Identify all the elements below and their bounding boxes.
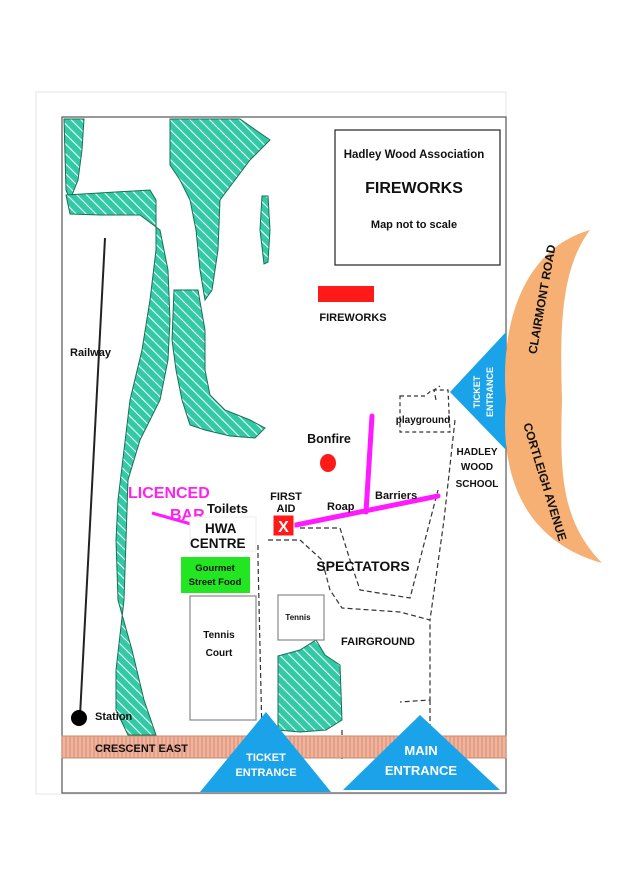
map-border	[61, 116, 507, 794]
ticket-entrance-bottom-label-2: ENTRANCE	[235, 767, 296, 779]
licenced-bar-label-1: LICENCED	[128, 485, 210, 502]
tennis-court-label-2: Court	[206, 648, 233, 659]
woodland-small-right	[259, 195, 271, 265]
bonfire-label: Bonfire	[307, 432, 351, 446]
fairground-label: FAIRGROUND	[341, 636, 415, 648]
hwa-centre-label-1: HWA	[205, 521, 237, 536]
railway-line	[79, 237, 106, 717]
bonfire-icon	[320, 454, 336, 472]
main-entrance[interactable]	[343, 715, 500, 790]
main-entrance-label-2: ENTRANCE	[385, 763, 458, 778]
crescent-east-label: CRESCENT EAST	[95, 743, 188, 755]
woodland-big-left	[65, 189, 171, 736]
ticket-entrance-bottom[interactable]	[200, 712, 331, 792]
woodland-left-strip	[63, 118, 85, 202]
street-food-label-2: Street Food	[189, 577, 242, 588]
ticket-entrance-side-label-2: ENTRANCE	[485, 367, 495, 417]
hwa-centre-label-2: CENTRE	[190, 536, 246, 551]
school-label-2: WOOD	[461, 462, 493, 473]
school-label-3: SCHOOL	[456, 479, 499, 490]
spectators-boundary-inner	[300, 489, 439, 599]
fireworks-label: FIREWORKS	[319, 312, 386, 324]
playground-outline	[399, 389, 451, 433]
station-icon	[71, 710, 87, 726]
tennis-court-large	[189, 595, 257, 721]
street-food-box	[181, 557, 250, 593]
school-boundary	[429, 385, 456, 621]
path-dashed-centre	[257, 545, 263, 736]
woodland-top-band	[169, 118, 271, 302]
first-aid-icon	[272, 514, 295, 537]
ticket-entrance-side-label-1: TICKET	[472, 375, 482, 408]
playground-label: playground	[396, 415, 450, 426]
railway-label: Railway	[70, 347, 112, 359]
title-box	[334, 129, 501, 266]
main-entrance-label-1: MAIN	[404, 743, 437, 758]
first-aid-mark: X	[278, 519, 289, 536]
toilets-label: Toilets	[207, 501, 248, 516]
hwa-centre-box	[189, 516, 257, 552]
title-line-3: Map not to scale	[371, 219, 457, 231]
fireworks-marker	[318, 286, 374, 302]
title-line-1: Hadley Wood Association	[344, 149, 485, 161]
spectators-label: SPECTATORS	[316, 558, 409, 574]
tennis-court-label-1: Tennis	[203, 630, 235, 641]
woodland-center-hook	[171, 289, 266, 439]
clairmont-cortleigh-road	[504, 230, 602, 563]
woodland-bottom	[277, 639, 343, 733]
rope-label-1: Roap	[327, 501, 355, 513]
station-label: Station	[95, 711, 133, 723]
first-aid-label-1: FIRST	[270, 491, 302, 503]
rope-barrier	[293, 413, 441, 528]
school-label-1: HADLEY	[456, 447, 497, 458]
spectators-boundary-left	[268, 539, 431, 703]
tennis-court-small	[277, 594, 325, 641]
ticket-entrance-side[interactable]	[450, 332, 506, 450]
rope-label-2: Barriers	[375, 490, 417, 502]
street-food-label-1: Gourmet	[195, 563, 235, 574]
first-aid-label-2: AID	[277, 503, 296, 515]
ticket-entrance-bottom-label-1: TICKET	[246, 752, 286, 764]
title-line-2: FIREWORKS	[365, 180, 463, 197]
tennis-small-label: Tennis	[285, 613, 311, 622]
